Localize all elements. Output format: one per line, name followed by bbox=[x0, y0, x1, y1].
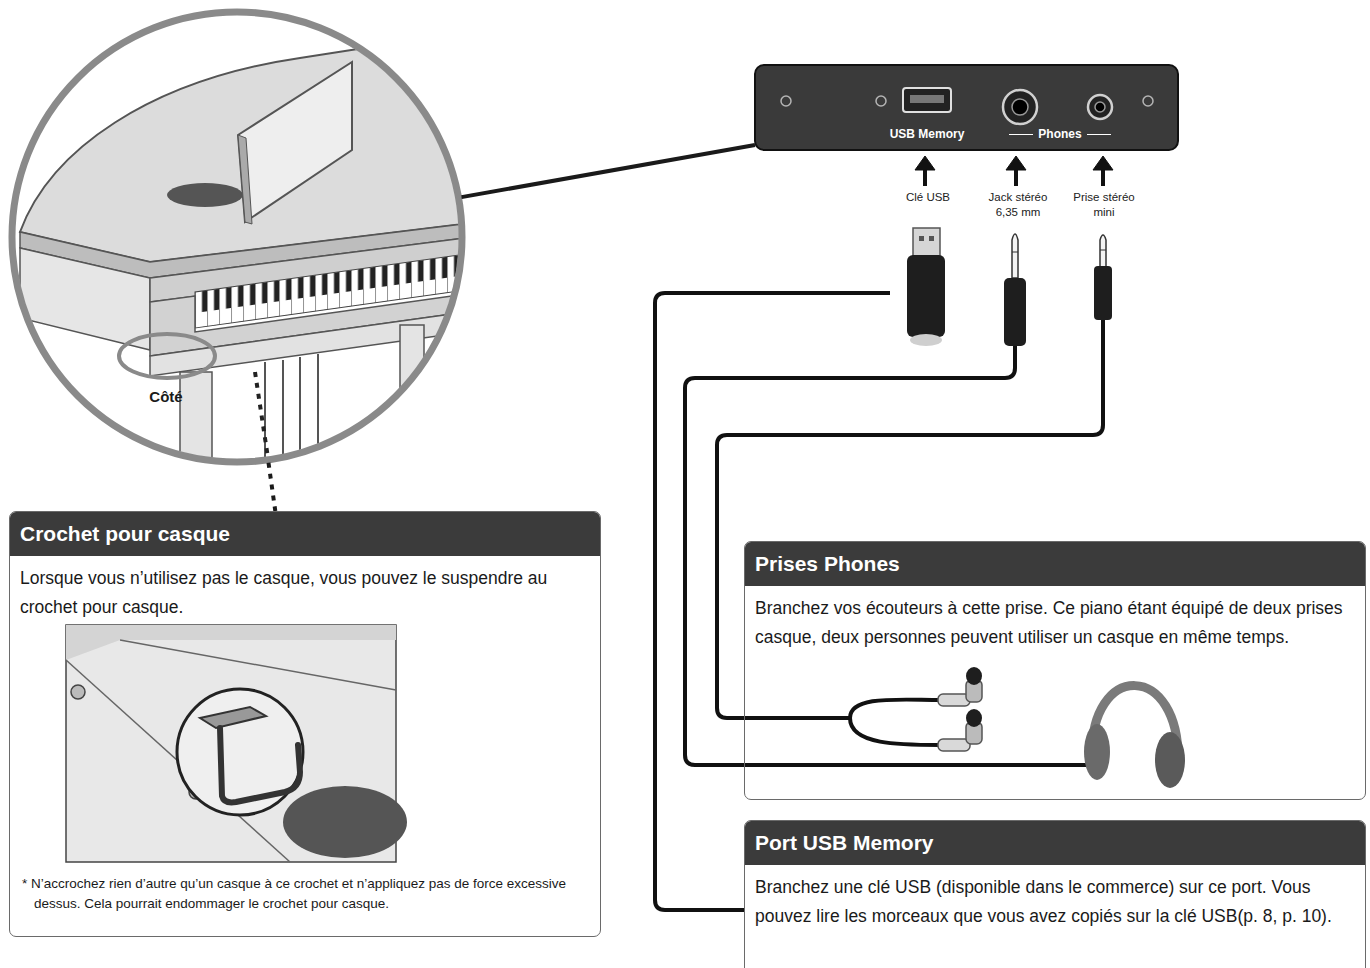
piano-illustration bbox=[150, 310, 480, 376]
jack-panel bbox=[1143, 96, 1153, 106]
box-heading: Port USB Memory bbox=[745, 821, 1365, 865]
jack-panel bbox=[876, 96, 886, 106]
jack-plug-635 bbox=[1004, 278, 1026, 346]
magnifier-ring bbox=[12, 12, 462, 462]
earbuds bbox=[938, 667, 982, 751]
insert-arrows bbox=[1006, 156, 1026, 170]
earbuds bbox=[966, 709, 982, 727]
piano-illustration bbox=[238, 135, 252, 224]
piano-illustration bbox=[282, 360, 284, 480]
piano-illustration bbox=[400, 325, 424, 475]
hook-inset bbox=[200, 707, 266, 728]
headphones bbox=[1084, 686, 1185, 788]
jack-panel bbox=[755, 65, 1178, 150]
jack-plug-635 bbox=[1004, 234, 1026, 346]
jack-panel bbox=[1012, 99, 1028, 115]
cables bbox=[717, 320, 1103, 718]
insert-arrows bbox=[1093, 156, 1113, 170]
hook-inset bbox=[66, 625, 396, 660]
usb-stick bbox=[913, 228, 940, 258]
headphones bbox=[1155, 732, 1185, 788]
usb-stick bbox=[907, 255, 945, 337]
usb-stick bbox=[910, 334, 942, 346]
box-body: Branchez vos écouteurs à cette prise. Ce… bbox=[745, 586, 1365, 652]
jack-panel bbox=[781, 96, 791, 106]
piano-illustration bbox=[317, 354, 319, 480]
part-label: Clé USB bbox=[903, 190, 953, 205]
earbuds bbox=[966, 667, 982, 685]
piano-illustration bbox=[167, 183, 243, 207]
info-box: Prises PhonesBranchez vos écouteurs à ce… bbox=[744, 541, 1366, 800]
usb-stick bbox=[929, 236, 934, 241]
piano-illustration bbox=[119, 334, 215, 378]
usb-stick bbox=[907, 228, 945, 346]
mini-plug bbox=[1100, 250, 1106, 251]
jack-panel bbox=[910, 95, 944, 103]
jack-panel-box: USB MemoryPhones bbox=[755, 65, 1178, 150]
insert-arrows bbox=[915, 156, 935, 170]
mini-plug bbox=[1094, 235, 1112, 320]
mini-plug bbox=[1094, 266, 1112, 320]
earbuds bbox=[938, 694, 970, 706]
port-label: USB Memory bbox=[867, 126, 987, 142]
box-heading: Prises Phones bbox=[745, 542, 1365, 586]
insert-arrows bbox=[1101, 168, 1105, 186]
hook-inset bbox=[120, 640, 396, 690]
leader-dotted bbox=[255, 372, 268, 458]
port-label: Phones bbox=[985, 126, 1135, 142]
jack-panel bbox=[1095, 102, 1105, 112]
box-body: Branchez une clé USB (disponible dans le… bbox=[745, 865, 1365, 931]
jack-plug-635 bbox=[1012, 252, 1018, 253]
box-heading: Crochet pour casque bbox=[10, 512, 600, 556]
info-box: Crochet pour casqueLorsque vous n’utilis… bbox=[9, 511, 601, 937]
box-body: Lorsque vous n’utilisez pas le casque, v… bbox=[10, 556, 600, 622]
mini-plug bbox=[1100, 235, 1106, 268]
part-label: Jack stéréo 6,35 mm bbox=[978, 190, 1058, 220]
jack-panel bbox=[1088, 95, 1112, 119]
cables bbox=[850, 700, 940, 718]
jack-panel bbox=[903, 88, 951, 112]
zoom-leader bbox=[462, 145, 756, 197]
footnote: * N’accrochez rien d’autre qu’un casque … bbox=[10, 874, 600, 914]
cables bbox=[850, 718, 940, 745]
part-label: Prise stéréo mini bbox=[1063, 190, 1145, 220]
info-box: Port USB MemoryBranchez une clé USB (dis… bbox=[744, 820, 1366, 968]
piano-illustration bbox=[20, 248, 150, 350]
piano-illustration bbox=[238, 62, 352, 222]
insert-arrows bbox=[915, 156, 1113, 186]
headphones bbox=[1084, 724, 1110, 780]
jack-panel bbox=[755, 65, 1178, 150]
hook-inset bbox=[71, 685, 85, 699]
insert-arrows bbox=[923, 168, 927, 186]
dotted-leader bbox=[269, 463, 276, 511]
hook-inset bbox=[220, 728, 300, 802]
earbuds bbox=[938, 739, 970, 751]
hook-inset bbox=[283, 786, 407, 858]
usb-stick bbox=[919, 236, 924, 241]
jack-plug-635 bbox=[1012, 234, 1018, 278]
hook-inset bbox=[66, 625, 407, 862]
hook-inset bbox=[177, 689, 303, 815]
piano-illustration bbox=[0, 0, 485, 482]
side-label: Côté bbox=[121, 387, 211, 406]
magnifier-circle: Côté bbox=[9, 9, 465, 465]
piano-illustration bbox=[0, 0, 480, 480]
piano-illustration bbox=[180, 372, 212, 482]
jack-panel bbox=[1003, 90, 1037, 124]
insert-arrows bbox=[1014, 168, 1018, 186]
piano-illustration bbox=[299, 357, 301, 480]
